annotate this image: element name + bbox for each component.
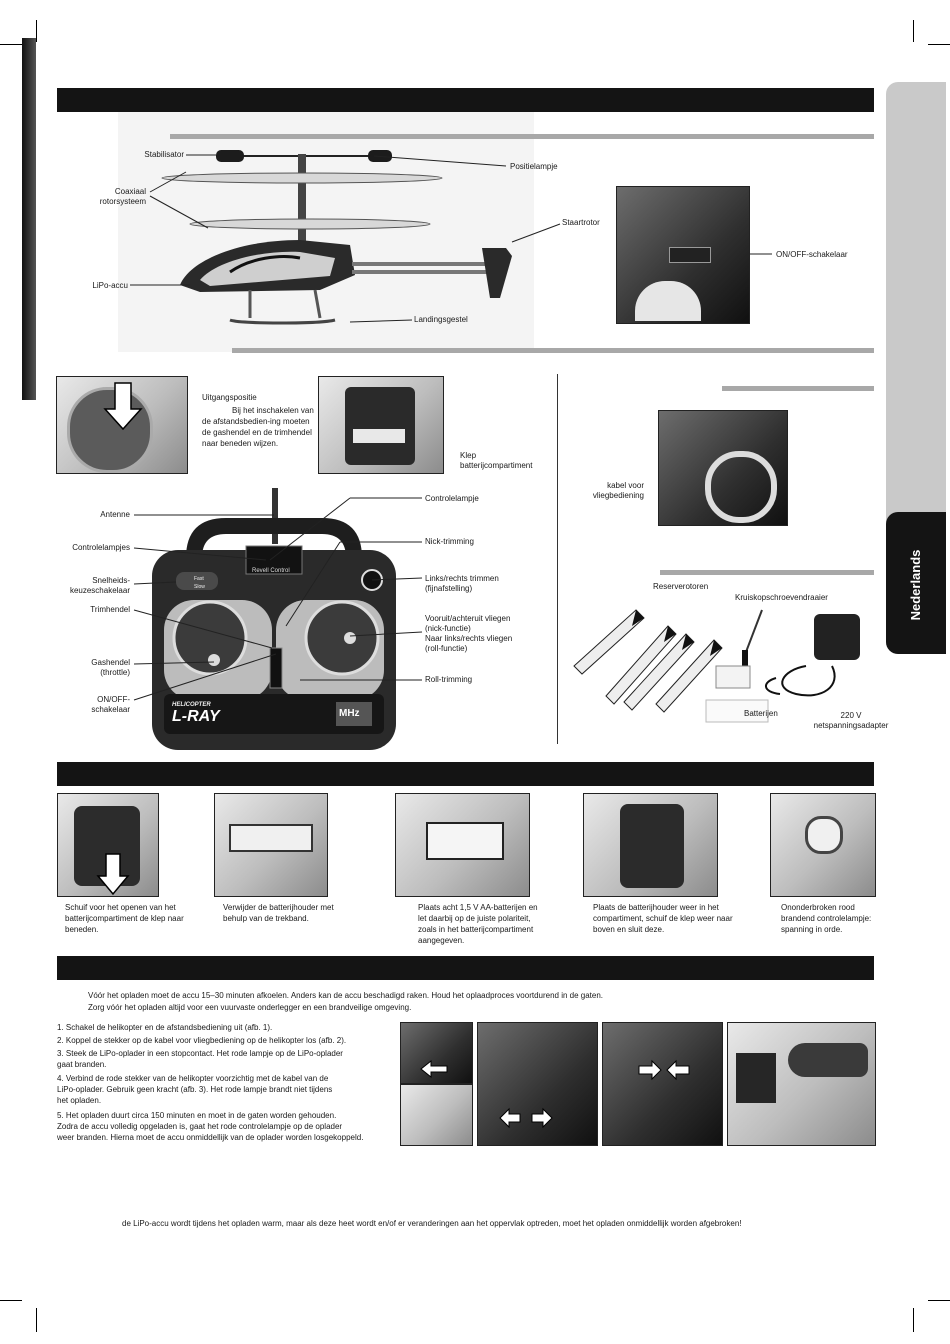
cable-photo (658, 410, 788, 526)
remote-brand: Revell Control (252, 568, 290, 574)
onoff-switch-photo (616, 186, 750, 324)
label-roll: Roll-trimming (425, 675, 473, 684)
charging-photo-4 (727, 1022, 876, 1146)
label-reserverotoren: Reserverotoren (653, 582, 709, 591)
label-staartrotor: Staartrotor (562, 218, 600, 227)
label-vooruit: Vooruit/achteruit vliegen (nick-functie)… (425, 614, 513, 653)
battery-step-caption-1: Schuif voor het openen van het batterijc… (65, 903, 184, 934)
crop-mark (36, 1308, 37, 1332)
crop-mark (0, 1300, 22, 1301)
crop-mark (36, 20, 37, 42)
label-antenne: Antenne (100, 510, 130, 519)
start-position-text: Bij het inschakelen van de afstandsbedie… (202, 406, 314, 448)
battery-step-photo-3 (395, 793, 530, 897)
label-cable: kabel voor vliegbediening (592, 481, 644, 500)
remote-control-illustration (152, 488, 396, 750)
label-klep: Klep batterijcompartiment (460, 451, 533, 470)
label-landingsgestel: Landingsgestel (414, 315, 468, 324)
label-batterijen: Batterijen (744, 709, 778, 718)
divider-accessories (660, 570, 874, 575)
label-coaxiaal: Coaxiaal rotorsysteem (99, 187, 146, 206)
helicopter-area (118, 112, 534, 352)
charging-warning-2: Zorg vóór het opladen altijd voor een vu… (88, 1003, 412, 1012)
divider-helicopter (170, 134, 874, 139)
charging-step-1: 1. Schakel de helikopter en de afstandsb… (57, 1023, 273, 1032)
battery-step-photo-1 (57, 793, 159, 897)
battery-step-caption-5: Ononderbroken rood brandend controlelamp… (781, 903, 872, 934)
arrows-together-icon (638, 1059, 690, 1081)
label-onoff-heli: ON/OFF-schakelaar (776, 250, 848, 259)
remote-fast: Fast (194, 576, 204, 582)
label-adapter: 220 V netspanningsadapter (813, 711, 889, 730)
charging-footer: de LiPo-accu wordt tijdens het opladen w… (122, 1219, 742, 1228)
charging-photo-2 (477, 1022, 598, 1146)
accessories-illustration (573, 609, 860, 723)
remote-freq: MHz (339, 708, 360, 719)
label-nick: Nick-trimming (425, 537, 474, 546)
battery-step-photo-2 (214, 793, 328, 897)
arrow-left-icon (420, 1059, 448, 1079)
battery-step-caption-4: Plaats de batterijhouder weer in het com… (593, 903, 733, 934)
battery-step-photo-4 (583, 793, 718, 897)
section-bar-charging (57, 956, 874, 980)
charging-photo-1a (400, 1022, 473, 1084)
battery-step-caption-3: Plaats acht 1,5 V AA-batterijen en let d… (418, 903, 538, 945)
label-stabilisator: Stabilisator (144, 150, 184, 159)
remote-model: L-RAY (172, 708, 220, 725)
remote-slow: Slow (194, 584, 205, 590)
label-controlelampjes: Controlelampjes (72, 543, 130, 552)
label-schroevendraaier: Kruiskopschroevendraaier (735, 593, 828, 602)
arrow-down-icon (103, 382, 143, 431)
label-onoff-remote: ON/OFF- schakelaar (91, 695, 130, 714)
charging-warning-1: Vóór het opladen moet de accu 15–30 minu… (88, 991, 604, 1000)
charging-step-4: 4. Verbind de rode stekker van de heliko… (57, 1074, 333, 1105)
section-bar-overview (57, 88, 874, 112)
label-snelheid: Snelheids- keuzeschakelaar (69, 576, 130, 595)
battery-step-photo-5 (770, 793, 876, 897)
charging-step-2: 2. Koppel de stekker op de kabel voor vl… (57, 1036, 347, 1045)
charging-photo-1b (400, 1084, 473, 1146)
charging-step-5: 5. Het opladen duurt circa 150 minuten e… (57, 1111, 364, 1142)
column-divider (557, 374, 558, 744)
divider-cable (722, 386, 874, 391)
arrow-down-icon (96, 853, 130, 896)
battery-cover-photo (318, 376, 444, 474)
label-trimhendel: Trimhendel (90, 605, 130, 614)
divider-remote (232, 348, 874, 353)
start-position-photo (56, 376, 188, 474)
label-controlelampje: Controlelampje (425, 494, 479, 503)
label-lipo: LiPo-accu (92, 281, 128, 290)
charging-step-3: 3. Steek de LiPo-oplader in een stopcont… (57, 1049, 343, 1069)
crop-mark (913, 20, 914, 42)
remote-sub: HELICOPTER (172, 702, 211, 708)
section-bar-batteries (57, 762, 874, 786)
crop-mark (928, 1300, 950, 1301)
charging-photo-3 (602, 1022, 723, 1146)
label-positielampje: Positielampje (510, 162, 558, 171)
battery-step-caption-2: Verwijder de batterijhouder met behulp v… (223, 903, 334, 923)
helicopter-illustration (161, 150, 512, 325)
crop-mark (0, 44, 22, 45)
side-tab-language (886, 512, 946, 654)
start-position-title: Uitgangspositie (202, 393, 257, 402)
arrows-apart-icon (499, 1107, 553, 1129)
label-linksrechts: Links/rechts trimmen (fijnafstelling) (425, 574, 499, 593)
crop-mark (913, 1308, 914, 1332)
crop-mark (928, 44, 950, 45)
label-gashendel: Gashendel (throttle) (91, 658, 130, 677)
left-edge-strip (22, 38, 36, 400)
